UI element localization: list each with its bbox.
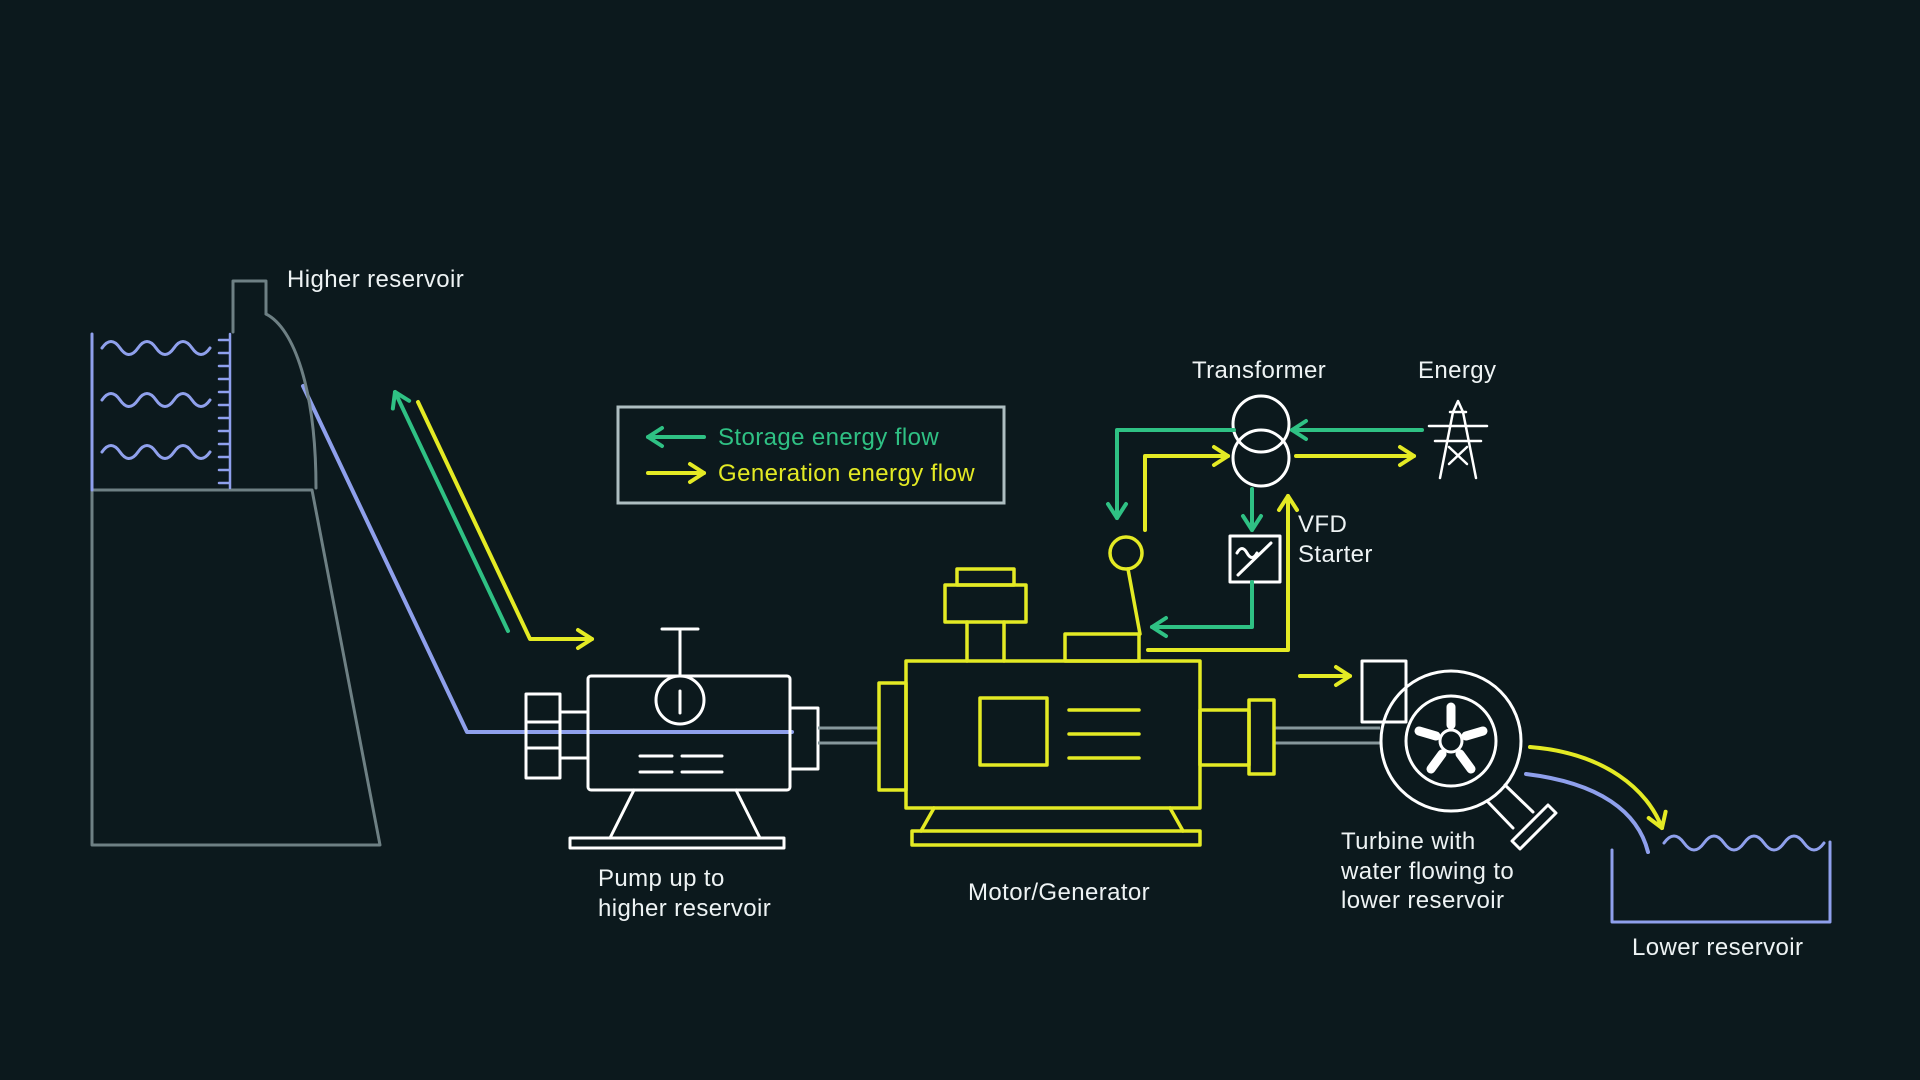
transformer-icon xyxy=(1231,394,1291,488)
pump-base xyxy=(568,836,786,850)
turbine-outlet xyxy=(1485,783,1535,830)
motor-switch-box xyxy=(1063,632,1141,663)
motor-terminal-box xyxy=(943,583,1028,624)
lower-reservoir-basin xyxy=(1610,840,1832,924)
motor-base xyxy=(910,829,1202,847)
transformer-label: Transformer xyxy=(1192,357,1326,384)
motor-lever xyxy=(1126,567,1142,636)
storage-arrow-transformer-to-motor xyxy=(1106,428,1236,520)
higher-reservoir-icon xyxy=(90,279,794,847)
lower-reservoir-waves xyxy=(1662,834,1826,852)
penstock-water-line xyxy=(301,384,794,734)
pump-legs xyxy=(608,788,762,840)
pump-right-flange xyxy=(788,706,820,771)
energy-pylon-icon xyxy=(1427,399,1489,480)
turbine-inlet xyxy=(1360,659,1408,724)
turbine-label-line2: water flowing to xyxy=(1340,858,1514,885)
dam-crest-curve xyxy=(264,312,318,490)
vfd-label-line1: VFD xyxy=(1298,511,1347,538)
energy-label: Energy xyxy=(1418,357,1496,384)
legend-generation-label: Generation energy flow xyxy=(718,460,975,487)
pump-vents xyxy=(638,754,724,774)
turbine-impeller xyxy=(1414,702,1488,774)
pump-label-line1: Pump up to xyxy=(598,865,725,892)
water-outflow-line xyxy=(1524,772,1650,854)
pump-icon xyxy=(524,627,820,850)
higher-reservoir-label: Higher reservoir xyxy=(287,266,464,293)
generation-flow-arrows xyxy=(1143,445,1416,687)
water-outflow-arrow xyxy=(1528,745,1668,830)
generation-arrow-motor-to-transformer xyxy=(1143,445,1230,532)
shaft-pump-motor xyxy=(818,726,879,745)
water-level-ruler xyxy=(217,332,232,490)
motor-generator-label: Motor/Generator xyxy=(968,879,1150,906)
shaft-motor-turbine xyxy=(1274,726,1380,745)
motor-feet xyxy=(919,806,1185,833)
reservoir-tower xyxy=(231,279,268,334)
motor-generator-icon xyxy=(877,535,1276,847)
turbine-label-line3: lower reservoir xyxy=(1341,887,1504,914)
storage-flow-arrows xyxy=(1106,419,1424,638)
motor-terminal-cap xyxy=(955,567,1016,587)
tilde-icon xyxy=(1235,547,1259,559)
generation-flow-slope-arrow xyxy=(416,400,594,650)
storage-arrow-vfd-to-motor xyxy=(1150,580,1254,638)
motor-lever-knob xyxy=(1108,535,1144,571)
pump-valve xyxy=(660,627,700,678)
legend-box xyxy=(616,405,1006,505)
legend: Storage energy flow Generation energy fl… xyxy=(616,405,1006,505)
turbine-icon xyxy=(1360,659,1558,851)
lower-reservoir-label: Lower reservoir xyxy=(1632,934,1803,961)
generation-arrow-motor-up-to-transformer xyxy=(1146,494,1299,652)
legend-storage-label: Storage energy flow xyxy=(718,424,939,451)
dam-base xyxy=(90,488,382,847)
turbine-label-line1: Turbine with xyxy=(1341,828,1476,855)
vfd-starter-icon xyxy=(1228,534,1282,584)
pump-label-line2: higher reservoir xyxy=(598,895,771,922)
storage-flow-slope-arrow xyxy=(390,390,510,633)
turbine-outlet-flange xyxy=(1510,803,1558,851)
motor-vent-lines xyxy=(1067,708,1141,760)
reservoir-waves xyxy=(100,340,212,460)
lower-reservoir-icon xyxy=(1524,772,1832,924)
vfd-label-line2: Starter xyxy=(1298,541,1373,568)
